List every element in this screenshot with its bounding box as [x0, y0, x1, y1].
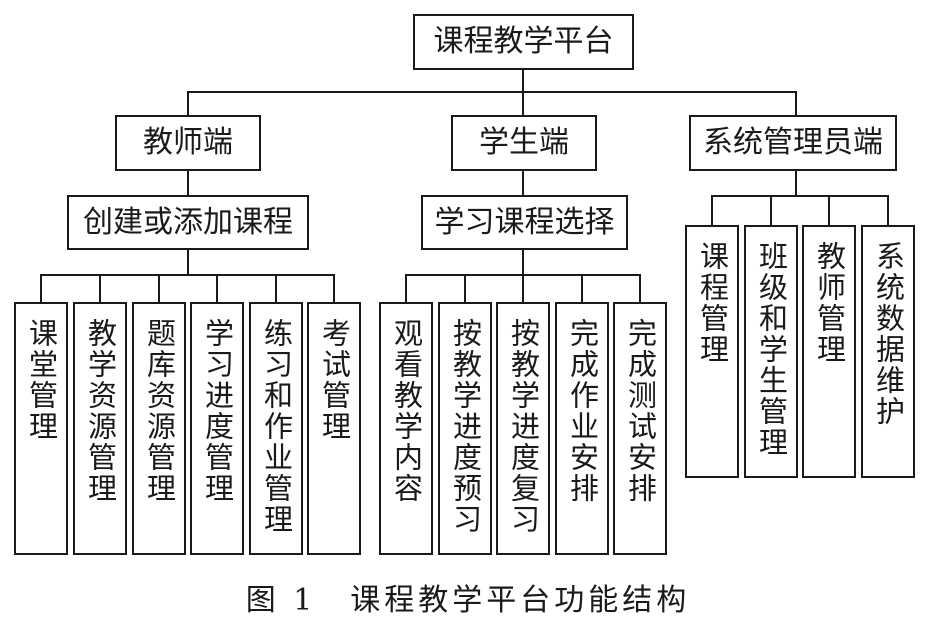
leaf-teacher-5: 练习和作业管理 [249, 302, 303, 555]
leaf-admin-2-label: 班级和学生管理 [754, 241, 789, 458]
branch-admin-node: 系统管理员端 [689, 115, 897, 171]
leaf-student-5: 完成测试安排 [613, 302, 667, 555]
branch-student-node: 学生端 [451, 115, 597, 171]
leaf-student-1-label: 观看教学内容 [389, 318, 424, 504]
leaf-teacher-2: 教学资源管理 [73, 302, 127, 555]
leaf-student-5-label: 完成测试安排 [623, 318, 658, 504]
leaf-admin-1: 课程管理 [685, 225, 739, 478]
leaf-student-4-label: 完成作业安排 [565, 318, 600, 504]
branch-teacher-label: 教师端 [143, 125, 233, 160]
leaf-teacher-1-label: 课堂管理 [24, 318, 59, 442]
leaf-admin-3: 教师管理 [802, 225, 856, 478]
sub-teacher-label: 创建或添加课程 [83, 204, 293, 240]
leaf-admin-4: 系统数据维护 [861, 225, 915, 478]
leaf-admin-3-label: 教师管理 [812, 241, 847, 365]
leaf-student-4: 完成作业安排 [555, 302, 609, 555]
leaf-admin-2: 班级和学生管理 [744, 225, 798, 478]
leaf-teacher-4-label: 学习进度管理 [200, 318, 235, 504]
leaf-teacher-6-label: 考试管理 [317, 318, 352, 442]
sub-student-node: 学习课程选择 [421, 195, 628, 250]
leaf-student-1: 观看教学内容 [379, 302, 433, 555]
leaf-teacher-2-label: 教学资源管理 [83, 318, 118, 504]
root-node: 课程教学平台 [413, 14, 634, 70]
root-label: 课程教学平台 [433, 24, 614, 59]
leaf-student-2: 按教学进度预习 [438, 302, 492, 555]
leaf-teacher-6: 考试管理 [307, 302, 361, 555]
leaf-teacher-1: 课堂管理 [14, 302, 68, 555]
leaf-admin-1-label: 课程管理 [695, 241, 730, 365]
leaf-student-2-label: 按教学进度预习 [448, 318, 483, 535]
leaf-teacher-5-label: 练习和作业管理 [259, 318, 294, 535]
sub-student-label: 学习课程选择 [434, 204, 615, 240]
sub-teacher-node: 创建或添加课程 [67, 195, 309, 250]
leaf-teacher-3-label: 题库资源管理 [142, 318, 177, 504]
leaf-student-3: 按教学进度复习 [496, 302, 550, 555]
figure-caption: 图 1 课程教学平台功能结构 [245, 583, 691, 618]
branch-admin-label: 系统管理员端 [703, 125, 883, 160]
branch-student-label: 学生端 [479, 125, 569, 160]
leaf-teacher-4: 学习进度管理 [190, 302, 244, 555]
leaf-admin-4-label: 系统数据维护 [871, 241, 906, 427]
branch-teacher-node: 教师端 [115, 115, 261, 171]
leaf-teacher-3: 题库资源管理 [132, 302, 186, 555]
leaf-student-3-label: 按教学进度复习 [506, 318, 541, 535]
